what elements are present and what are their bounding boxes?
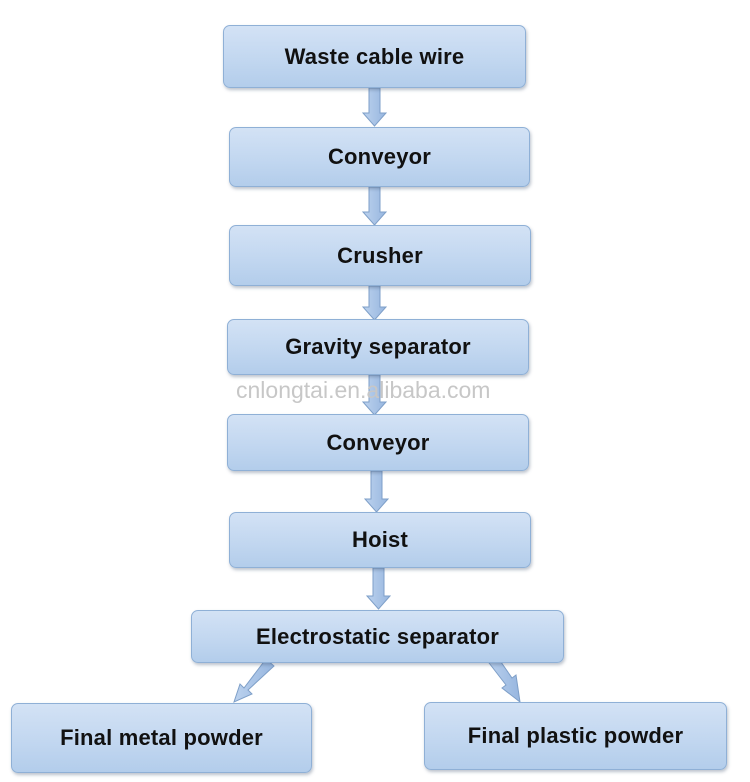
step-label: Crusher xyxy=(337,242,423,268)
step-hoist: Hoist xyxy=(229,512,531,568)
step-conveyor-2: Conveyor xyxy=(227,414,529,471)
step-label: Conveyor xyxy=(326,429,430,455)
arrow-conveyor-to-hoist xyxy=(363,470,390,513)
step-crusher: Crusher xyxy=(229,225,531,286)
step-electrostatic-separator: Electrostatic separator xyxy=(191,610,564,663)
arrow-hoist-to-electrostatic xyxy=(365,567,392,610)
step-label: Gravity separator xyxy=(285,334,471,359)
watermark: cnlongtai.en.alibaba.com xyxy=(236,377,491,403)
step-label: Electrostatic separator xyxy=(255,623,500,649)
arrow-electrostatic-to-metal xyxy=(233,658,275,703)
step-waste-cable-wire: Waste cable wire xyxy=(223,25,526,88)
output-label: Final plastic powder xyxy=(467,723,684,748)
step-conveyor-1: Conveyor xyxy=(229,127,530,187)
output-final-metal-powder: Final metal powder xyxy=(11,703,312,773)
step-gravity-separator: Gravity separator xyxy=(227,319,529,375)
step-label: Conveyor xyxy=(327,144,432,169)
step-label: Waste cable wire xyxy=(284,43,465,69)
arrow-conveyor-to-crusher xyxy=(361,186,388,226)
arrow-crusher-to-gravity xyxy=(361,285,388,321)
output-final-plastic-powder: Final plastic powder xyxy=(424,702,727,770)
arrow-waste-to-conveyor xyxy=(361,87,388,127)
output-label: Final metal powder xyxy=(60,725,263,750)
step-label: Hoist xyxy=(352,527,408,552)
